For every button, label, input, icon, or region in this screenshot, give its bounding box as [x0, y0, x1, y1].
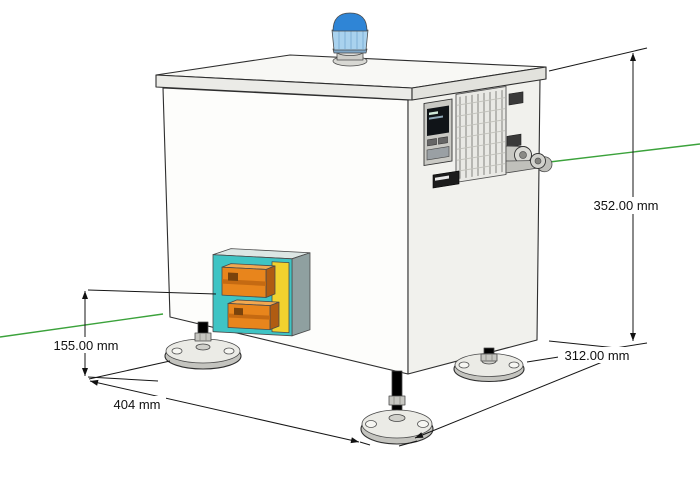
dimension-depth: 312.00 mm	[398, 340, 638, 447]
foot-bolt-hole	[223, 347, 235, 355]
panel-sticker-top	[508, 91, 524, 106]
dimension-height: 352.00 mm	[526, 47, 668, 363]
vent-row-divider	[457, 108, 505, 117]
vent-row-divider	[457, 163, 505, 172]
panel-switch-mark	[435, 175, 449, 181]
round-connectors	[505, 145, 553, 174]
dimension-connector-height: 155.00 mm	[45, 289, 217, 382]
controller-screen	[427, 105, 449, 136]
orange-connector-seam	[222, 279, 266, 286]
panel-sticker-mid	[506, 133, 522, 148]
foot-bolt-hole	[171, 347, 183, 355]
foot-bolt-hole	[508, 361, 520, 369]
terminal-block	[212, 248, 311, 337]
panel-switch	[432, 170, 460, 189]
foot-hex-nut	[388, 395, 406, 406]
signal-cap	[331, 12, 369, 67]
controller-readout-line	[429, 111, 438, 116]
foot-bolt-hole	[458, 361, 470, 369]
leveling-foot-front	[360, 370, 434, 445]
round-connector-core	[519, 151, 527, 159]
vent-row-divider	[457, 119, 505, 128]
vent-row-divider	[457, 152, 505, 161]
front-width-dimension-label: 404 mm	[114, 397, 161, 412]
round-connector-core	[534, 157, 542, 165]
orange-connector-side-face	[269, 301, 280, 331]
foot-bolt-hole	[365, 420, 377, 428]
foot-hex-nut	[480, 353, 498, 362]
green-axis-left-segment	[0, 313, 164, 338]
extension-line	[87, 376, 159, 382]
terminal-block-side-face	[291, 252, 311, 337]
height-dimension-label: 352.00 mm	[593, 198, 658, 213]
connector-height-dimension-label: 155.00 mm	[53, 338, 118, 353]
label-backplate	[45, 337, 127, 353]
extension-line	[398, 440, 418, 447]
depth-dimension-label: 312.00 mm	[564, 348, 629, 363]
controller-button	[438, 136, 448, 145]
foot-hex-nut	[194, 332, 212, 342]
foot-bolt-hole	[417, 420, 429, 428]
extension-line	[359, 441, 371, 446]
label-backplate	[108, 396, 166, 412]
controller-label	[426, 146, 450, 161]
label-backplate	[584, 197, 668, 214]
foot-boss	[388, 414, 406, 422]
vent-row-divider	[457, 141, 505, 150]
label-backplate	[558, 347, 638, 363]
vent-row-divider	[457, 97, 505, 106]
vent-row-divider	[457, 130, 505, 139]
extension-line	[87, 289, 217, 295]
orange-connector-side-face	[265, 265, 276, 298]
foot-stem	[391, 370, 403, 414]
control-panel	[423, 85, 524, 189]
controller-readout-line	[429, 115, 443, 120]
cap-dome	[332, 12, 368, 32]
machine-body	[155, 12, 553, 445]
foot-boss	[195, 343, 211, 351]
dimension-line	[89, 379, 360, 444]
lid-right-band	[411, 66, 547, 101]
controller-button	[427, 138, 437, 147]
orange-connector-upper	[221, 263, 276, 298]
leveling-foot-left	[164, 321, 242, 370]
orange-connector-lower	[227, 299, 280, 331]
orange-connector-keyway	[228, 272, 238, 281]
extension-line	[548, 47, 648, 72]
orange-connector-keyway	[234, 307, 243, 316]
dimension-front-width: 404 mm	[88, 360, 371, 446]
green-axis-right-segment	[540, 143, 700, 164]
dimension-line	[414, 351, 628, 439]
extension-line	[88, 360, 171, 380]
